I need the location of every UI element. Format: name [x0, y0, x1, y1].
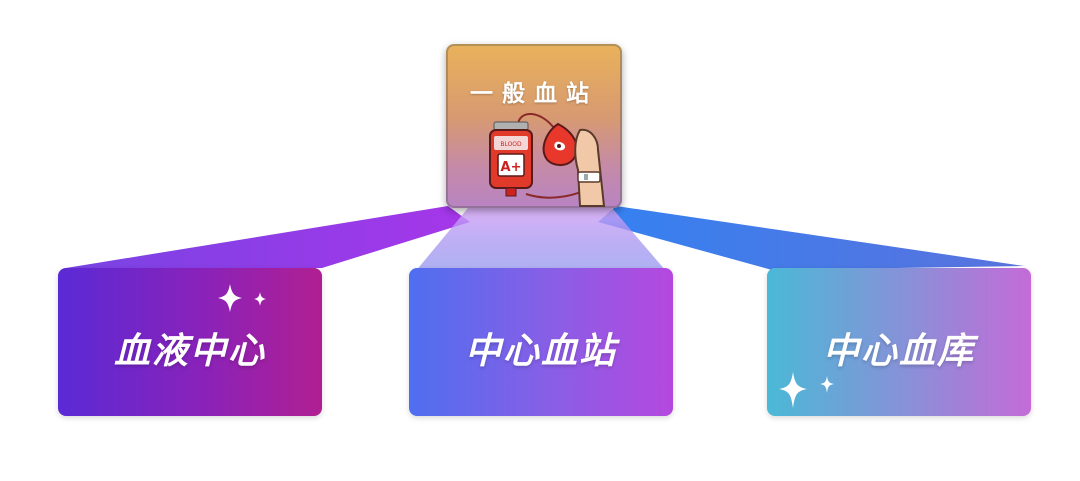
blood-bag-icon: BLOOD A+	[489, 121, 533, 197]
bag-label: A+	[501, 160, 522, 175]
node-general-blood-station: 一般血站 BLOOD A+	[446, 44, 622, 208]
sparkle-icon	[779, 372, 834, 408]
connector-right	[598, 206, 1024, 270]
node-blood-center: 血液中心	[58, 268, 322, 416]
sparkle-icon	[218, 284, 266, 312]
node-label: 血液中心	[113, 331, 266, 372]
arm-icon	[574, 128, 606, 207]
blood-donation-illustration: BLOOD A+	[489, 113, 606, 207]
node-title: 一般血站	[470, 81, 598, 107]
blood-drop-icon	[542, 122, 578, 166]
node-label: 中心血库	[822, 331, 975, 372]
node-label: 中心血站	[464, 331, 617, 372]
node-central-blood-station: 中心血站	[409, 268, 673, 416]
connector-middle	[410, 208, 672, 278]
connector-left	[66, 206, 470, 268]
bag-small-text: BLOOD	[500, 141, 522, 148]
node-central-blood-bank: 中心血库	[767, 268, 1031, 416]
